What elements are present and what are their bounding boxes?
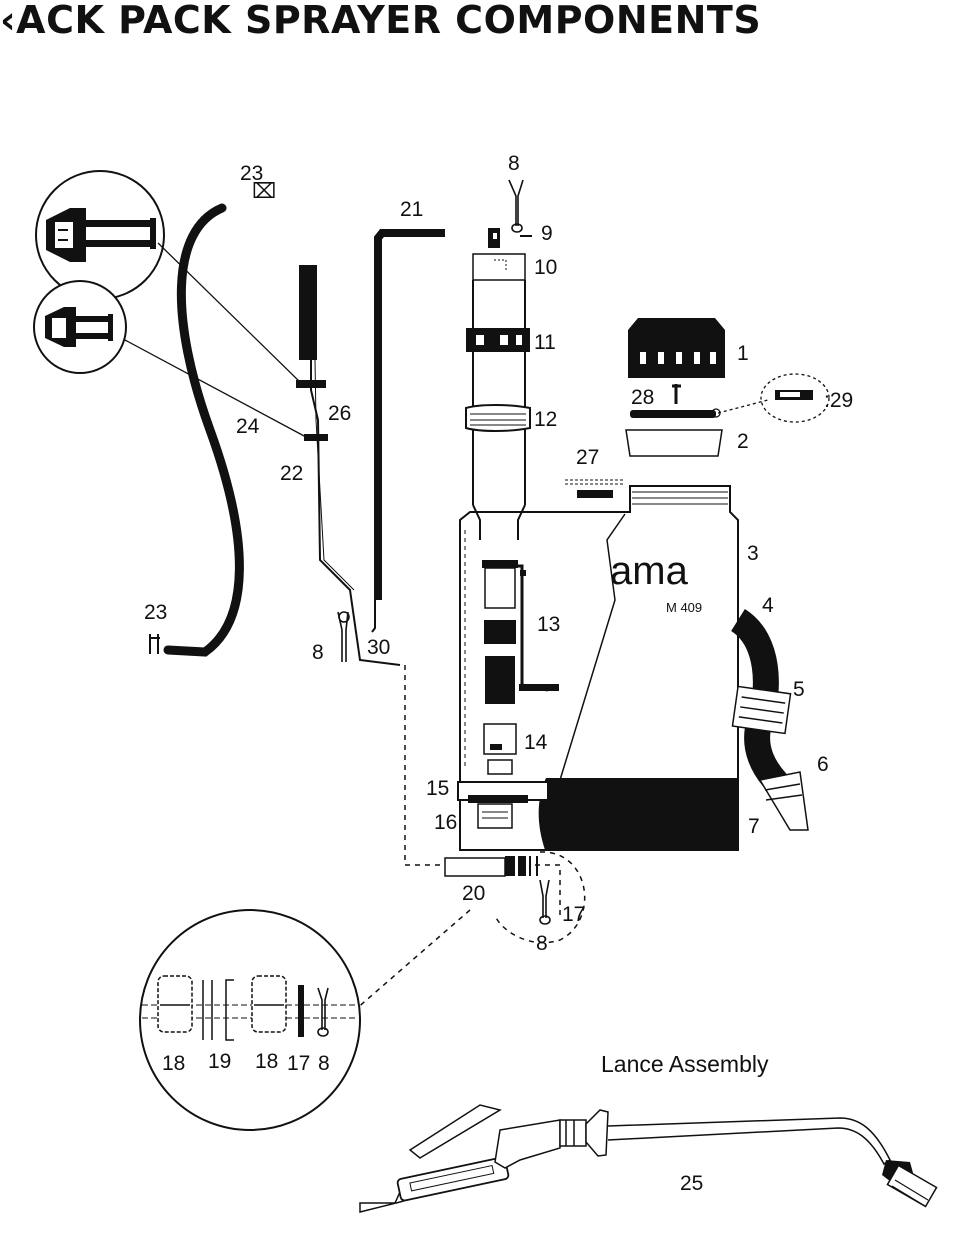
filler-gasket: [565, 479, 625, 498]
pump-lever: [296, 265, 401, 666]
label-part-23-bottom: 23: [144, 601, 167, 624]
connecting-rod: [371, 229, 445, 633]
label-part-14: 14: [524, 731, 548, 754]
label-part-27: 27: [576, 446, 599, 469]
label-part-20: 20: [462, 882, 485, 905]
label-part-4: 4: [762, 594, 774, 617]
outlet-hose: [730, 608, 809, 831]
label-part-15: 15: [426, 777, 449, 800]
pump-cylinder: [465, 228, 532, 505]
label-part-22: 22: [280, 462, 303, 485]
label-part-2: 2: [737, 430, 749, 453]
label-part-18-a: 18: [162, 1052, 185, 1075]
lance-assembly-title: Lance Assembly: [601, 1051, 769, 1077]
split-pin-bottom: [539, 879, 551, 925]
split-pin-mid: [337, 611, 350, 662]
valve-detail: [139, 909, 361, 1131]
lance-assembly: [359, 1104, 938, 1213]
label-part-8-bottom: 8: [536, 932, 548, 955]
label-part-10: 10: [534, 256, 557, 279]
label-part-8-detail: 8: [318, 1052, 330, 1075]
label-part-12: 12: [534, 408, 557, 431]
dashed-routes: [354, 665, 586, 1011]
label-part-17: 17: [562, 903, 585, 926]
model-number: M 409: [666, 600, 702, 615]
svg-text:⌧: ⌧: [252, 180, 276, 203]
label-part-17-detail: 17: [287, 1052, 310, 1075]
label-part-24: 24: [236, 415, 260, 438]
label-part-28: 28: [631, 386, 654, 409]
label-part-6: 6: [817, 753, 829, 776]
split-pin-top: [508, 179, 524, 233]
brand-name: ama: [610, 549, 689, 593]
lid-filter: [625, 384, 723, 457]
label-part-16: 16: [434, 811, 457, 834]
label-part-23-top: 23: [240, 162, 263, 185]
leader-line: [157, 242, 303, 385]
label-part-25: 25: [680, 1172, 703, 1195]
leader-line: [124, 339, 307, 438]
base-fittings: [444, 781, 549, 877]
piston-assembly: [472, 504, 559, 775]
spray-tank: ama M 409: [459, 485, 739, 851]
label-part-7: 7: [748, 815, 760, 838]
label-part-8-top: 8: [508, 152, 520, 175]
label-part-11: 11: [534, 331, 556, 354]
label-part-13: 13: [537, 613, 560, 636]
delivery-hose: ⌧: [149, 180, 276, 657]
page-title: ‹ACK PACK SPRAYER COMPONENTS: [0, 0, 762, 42]
label-part-1: 1: [737, 342, 749, 365]
label-part-3: 3: [747, 542, 759, 565]
tank-lid: [628, 318, 725, 378]
label-part-26: 26: [328, 402, 351, 425]
label-part-5: 5: [793, 678, 805, 701]
label-part-30: 30: [367, 636, 390, 659]
part-number-labels: 1 2 3 4 5 6 7 8 8 8 8 9 10 11 12 13 14 1…: [144, 152, 853, 1195]
hose-connector-detail-small: [33, 280, 127, 374]
hose-connector-detail-large: [35, 170, 165, 300]
label-part-8-mid: 8: [312, 641, 324, 664]
label-part-19: 19: [208, 1050, 231, 1073]
label-part-29: :29: [824, 389, 853, 412]
label-part-21: 21: [400, 198, 423, 221]
strainer-detail: [711, 373, 830, 423]
label-part-9: 9: [541, 222, 553, 245]
label-part-18-b: 18: [255, 1050, 278, 1073]
